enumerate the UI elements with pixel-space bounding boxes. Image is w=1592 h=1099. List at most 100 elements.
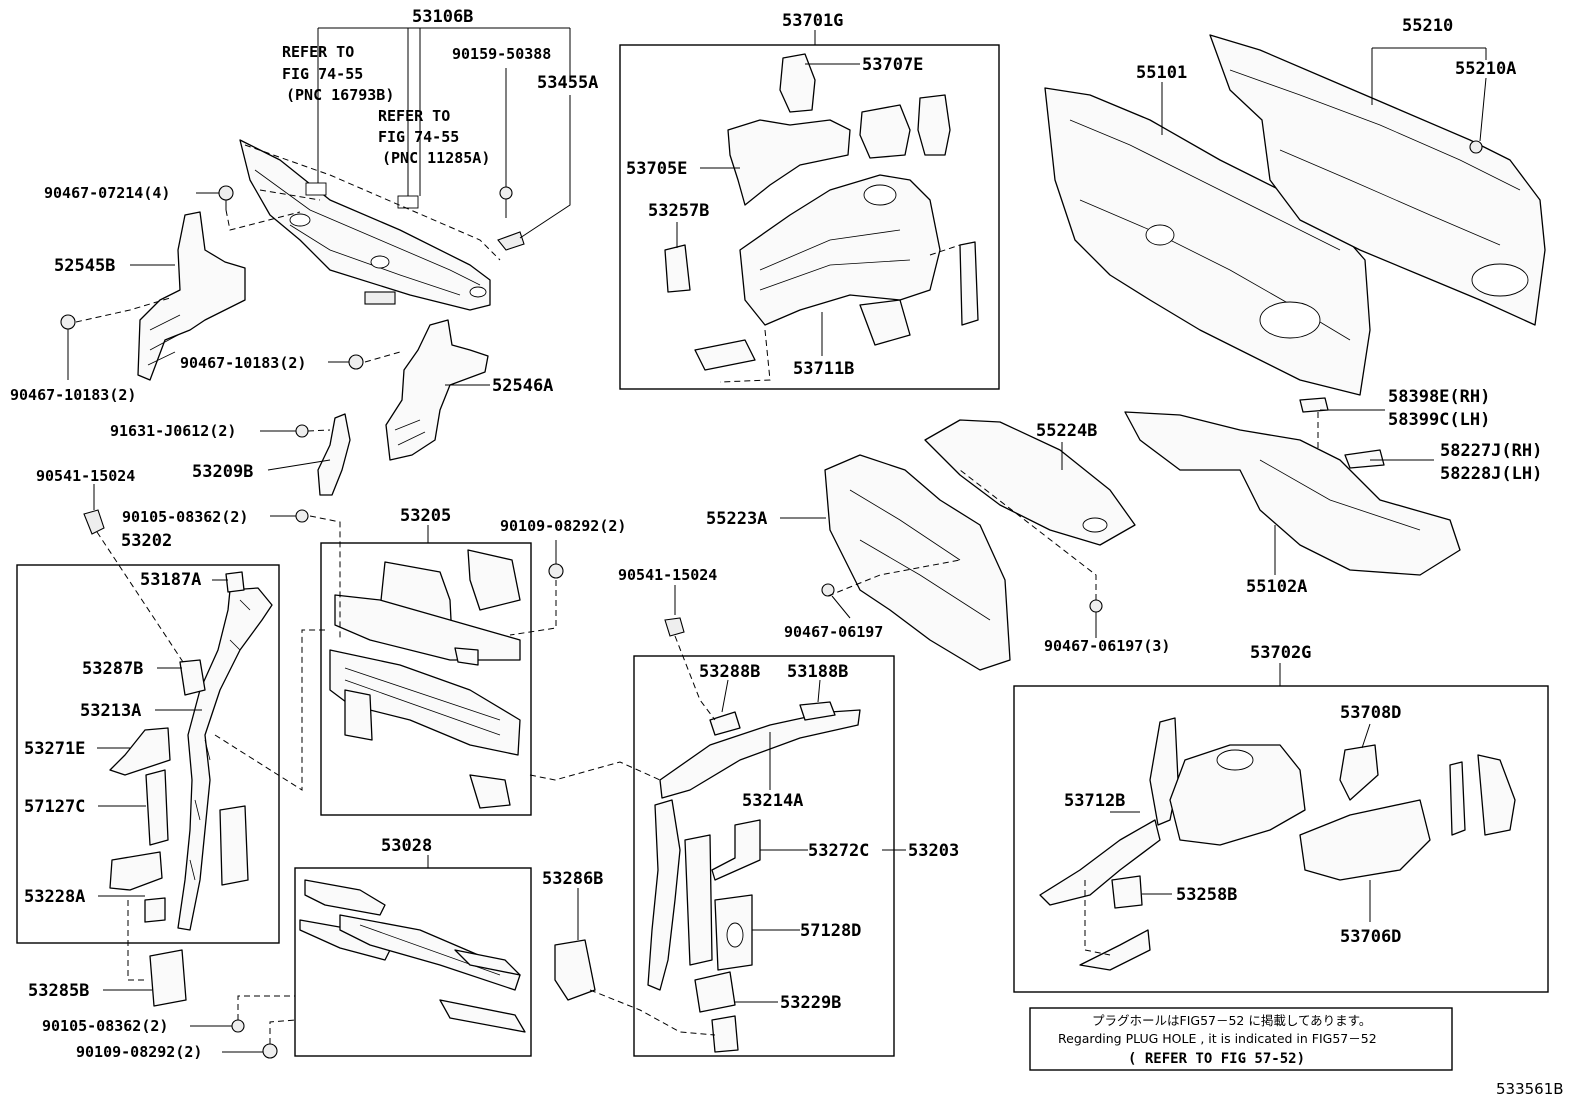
part-bolt-90109-08292-lower bbox=[262, 1043, 278, 1059]
label-52545B: 52545B bbox=[54, 256, 115, 276]
label-55224B: 55224B bbox=[1036, 421, 1097, 441]
label-90105-08362-lower: 90105-08362(2) bbox=[42, 1017, 168, 1035]
part-53286B-illustration bbox=[554, 939, 596, 1001]
label-90467-10183-left: 90467-10183(2) bbox=[10, 386, 136, 404]
part-53205-illustration bbox=[329, 549, 521, 809]
label-90105-08362-upper: 90105-08362(2) bbox=[122, 508, 248, 526]
part-53209B-illustration bbox=[317, 413, 351, 496]
label-53028: 53028 bbox=[381, 836, 432, 856]
group-box-53701G bbox=[619, 44, 1000, 390]
label-55210A: 55210A bbox=[1455, 59, 1516, 79]
note-refer-16793B-l3: (PNC 16793B) bbox=[286, 86, 394, 104]
part-clip-90467-06197-triple bbox=[1089, 599, 1103, 613]
part-53701G-illustration bbox=[664, 53, 979, 371]
label-57128D: 57128D bbox=[800, 921, 861, 941]
label-53701G: 53701G bbox=[782, 11, 843, 31]
part-53285B-illustration bbox=[149, 949, 187, 1007]
part-55101-illustration bbox=[1044, 87, 1371, 396]
label-53702G: 53702G bbox=[1250, 643, 1311, 663]
note-refer-11285A-l3: (PNC 11285A) bbox=[382, 149, 490, 167]
part-53028-illustration bbox=[299, 879, 526, 1033]
label-58227J: 58227J(RH) bbox=[1440, 441, 1542, 461]
label-53106B: 53106B bbox=[412, 7, 473, 27]
part-clip-90467-10183-left bbox=[60, 314, 76, 330]
group-box-53203 bbox=[633, 655, 895, 1057]
label-90541-15024-left: 90541-15024 bbox=[36, 467, 135, 485]
part-55224B-hole bbox=[1082, 517, 1108, 533]
part-bolt-90105-08362-lower bbox=[231, 1019, 245, 1033]
plug-hole-16793B bbox=[305, 182, 327, 196]
label-53707E: 53707E bbox=[862, 55, 923, 75]
label-53188B: 53188B bbox=[787, 662, 848, 682]
label-90467-06197-single: 90467-06197 bbox=[784, 623, 883, 641]
label-90109-08292-upper: 90109-08292(2) bbox=[500, 517, 626, 535]
part-bolt-90105-08362-upper bbox=[295, 509, 309, 523]
part-55223A-detail bbox=[849, 489, 991, 621]
label-91631-J0612: 91631-J0612(2) bbox=[110, 422, 236, 440]
label-53209B: 53209B bbox=[192, 462, 253, 482]
label-53205: 53205 bbox=[400, 506, 451, 526]
label-53288B: 53288B bbox=[699, 662, 760, 682]
part-55223A-illustration bbox=[824, 454, 1011, 671]
part-bolt-90109-08292-upper bbox=[548, 563, 564, 579]
label-53705E: 53705E bbox=[626, 159, 687, 179]
part-53202-illustration bbox=[109, 571, 273, 931]
label-53213A: 53213A bbox=[80, 701, 141, 721]
note-refer-11285A-l2: FIG 74-55 bbox=[378, 128, 459, 146]
label-58398E: 58398E(RH) bbox=[1388, 387, 1490, 407]
label-53257B: 53257B bbox=[648, 201, 709, 221]
label-53272C: 53272C bbox=[808, 841, 869, 861]
label-90159-50388: 90159-50388 bbox=[452, 45, 551, 63]
label-90467-10183-mid: 90467-10183(2) bbox=[180, 354, 306, 372]
label-53712B: 53712B bbox=[1064, 791, 1125, 811]
label-55102A: 55102A bbox=[1246, 577, 1307, 597]
label-90541-15024-right: 90541-15024 bbox=[618, 566, 717, 584]
label-53285B: 53285B bbox=[28, 981, 89, 1001]
note-refer-16793B-l2: FIG 74-55 bbox=[282, 65, 363, 83]
label-53258B: 53258B bbox=[1176, 885, 1237, 905]
label-53708D: 53708D bbox=[1340, 703, 1401, 723]
label-53214A: 53214A bbox=[742, 791, 803, 811]
part-bolt-91631-J0612 bbox=[295, 424, 309, 438]
group-box-53202 bbox=[16, 564, 280, 944]
part-55224B-illustration bbox=[924, 419, 1136, 546]
label-57127C: 57127C bbox=[24, 797, 85, 817]
label-55223A: 55223A bbox=[706, 509, 767, 529]
label-53202: 53202 bbox=[121, 531, 172, 551]
label-53229B: 53229B bbox=[780, 993, 841, 1013]
group-box-53702G bbox=[1013, 685, 1549, 993]
part-clip-90467-10183-mid bbox=[348, 354, 364, 370]
label-52546A: 52546A bbox=[492, 376, 553, 396]
note-line-japanese: プラグホールはFIG57－52 に掲載してあります。 bbox=[1092, 1013, 1371, 1028]
label-55101: 55101 bbox=[1136, 63, 1187, 83]
part-cushion-90541-15024-left bbox=[83, 509, 105, 535]
leader-lines bbox=[67, 27, 1487, 1053]
label-90467-06197-triple: 90467-06197(3) bbox=[1044, 637, 1170, 655]
label-90467-07214: 90467-07214(4) bbox=[44, 184, 170, 202]
part-52545B-illustration bbox=[137, 211, 246, 381]
part-clip-90467-07214 bbox=[218, 185, 234, 210]
group-box-53205 bbox=[320, 542, 532, 816]
part-bolt-90159-50388 bbox=[499, 186, 513, 218]
note-line-english: Regarding PLUG HOLE , it is indicated in… bbox=[1058, 1031, 1377, 1046]
part-53106B-illustration bbox=[239, 139, 491, 311]
part-53203-illustration bbox=[647, 617, 861, 1053]
part-55102A-illustration bbox=[1124, 397, 1461, 576]
part-clip-55210A bbox=[1469, 140, 1483, 154]
group-box-53028 bbox=[294, 867, 532, 1057]
dashed-assembly-lines bbox=[75, 144, 1319, 1044]
label-58228J: 58228J(LH) bbox=[1440, 464, 1542, 484]
part-53455A-clip bbox=[497, 231, 525, 251]
label-53228A: 53228A bbox=[24, 887, 85, 907]
label-55210: 55210 bbox=[1402, 16, 1453, 36]
label-53271E: 53271E bbox=[24, 739, 85, 759]
label-90109-08292-lower: 90109-08292(2) bbox=[76, 1043, 202, 1061]
label-53706D: 53706D bbox=[1340, 927, 1401, 947]
note-refer-11285A-l1: REFER TO bbox=[378, 107, 450, 125]
label-53203: 53203 bbox=[908, 841, 959, 861]
note-refer-16793B-l1: REFER TO bbox=[282, 43, 354, 61]
label-58399C: 58399C(LH) bbox=[1388, 410, 1490, 430]
label-53455A: 53455A bbox=[537, 73, 598, 93]
part-55210-illustration bbox=[1209, 34, 1546, 326]
